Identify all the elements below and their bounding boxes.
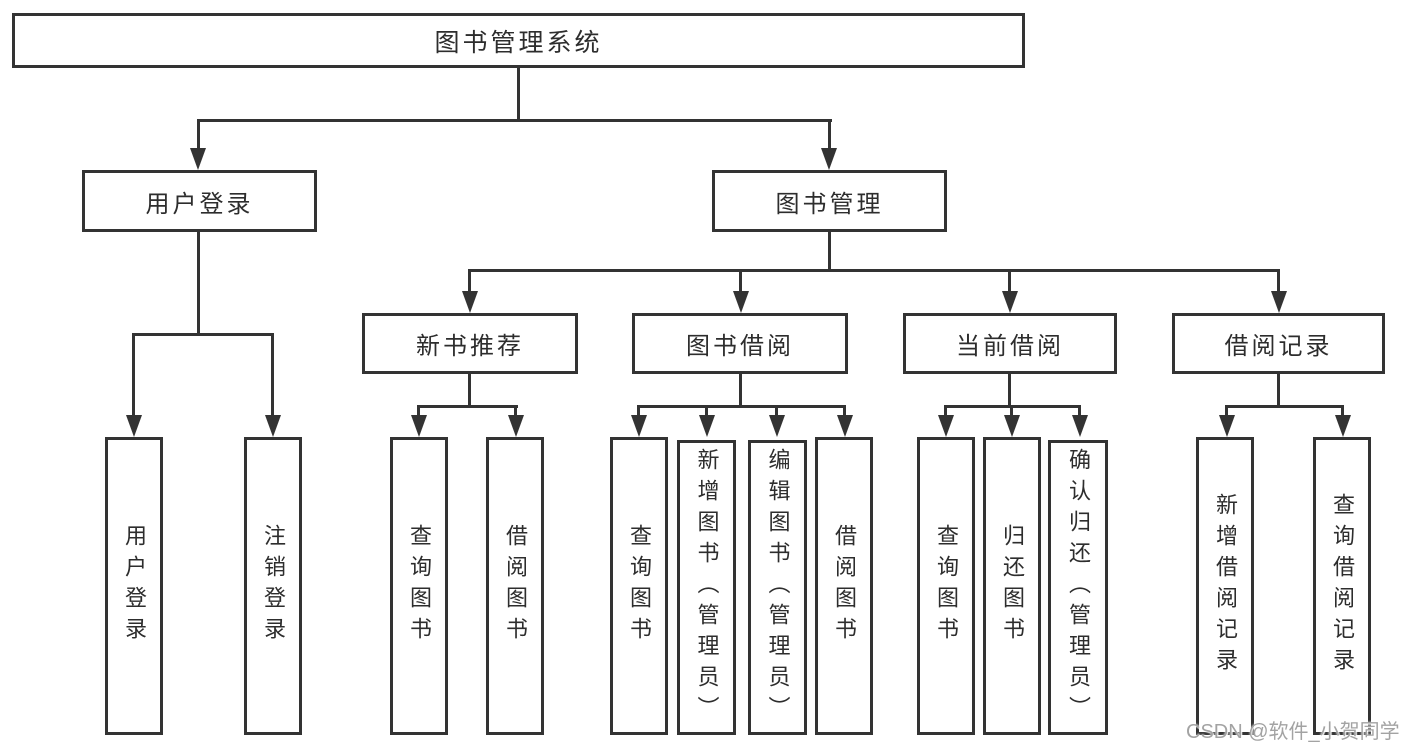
edge-arrowhead-icon [769,415,785,437]
leaf-query-books-current-label: 查询图书 [934,524,959,648]
edge-line [1010,405,1013,418]
node-user-login-label: 用户登录 [145,190,254,218]
edge-arrowhead-icon [837,415,853,437]
edge-arrowhead-icon [1002,291,1018,313]
leaf-logout: 注销登录 [244,437,302,735]
leaf-add-books-admin: 新增图书（管理员） [677,440,736,735]
edge-arrowhead-icon [508,415,524,437]
edge-arrowhead-icon [821,148,837,170]
edge-arrowhead-icon [1004,415,1020,437]
node-root-label: 图书管理系统 [434,28,603,57]
node-new-book-recommend: 新书推荐 [362,313,578,374]
edge-arrowhead-icon [631,415,647,437]
edge-line [739,269,742,295]
edge-line [944,405,947,418]
leaf-query-books-recommend: 查询图书 [390,437,448,735]
leaf-borrow-books-borrowing: 借阅图书 [815,437,873,735]
node-current-borrowing: 当前借阅 [903,313,1117,374]
leaf-return-books-label: 归还图书 [1000,524,1025,648]
leaf-user-login-label: 用户登录 [122,524,147,648]
edge-line [1277,269,1280,295]
edge-arrowhead-icon [1335,415,1351,437]
leaf-logout-label: 注销登录 [261,524,286,648]
node-user-login: 用户登录 [82,170,317,232]
edge-line [517,68,520,121]
edge-arrowhead-icon [938,415,954,437]
edge-line [1078,405,1081,418]
edge-arrowhead-icon [411,415,427,437]
node-borrow-records-label: 借阅记录 [1224,333,1333,360]
node-book-borrowing-label: 图书借阅 [686,333,794,360]
edge-arrowhead-icon [190,148,206,170]
edge-line [1225,405,1228,418]
edge-line [1341,405,1344,418]
csdn-watermark: CSDN @软件_小贺同学 [1186,721,1400,743]
edge-line [417,405,518,408]
node-root: 图书管理系统 [12,13,1025,68]
leaf-query-books-borrowing: 查询图书 [610,437,668,735]
edge-line [468,269,1280,272]
edge-arrowhead-icon [699,415,715,437]
edge-line [1008,374,1011,408]
edge-line [197,119,832,122]
edge-line [1277,374,1280,408]
edge-arrowhead-icon [462,291,478,313]
leaf-add-books-admin-label: 新增图书（管理员） [694,448,720,727]
leaf-edit-books-admin: 编辑图书（管理员） [748,440,807,735]
edge-line [828,232,831,272]
leaf-borrow-books-recommend-label: 借阅图书 [503,524,528,648]
edge-arrowhead-icon [1271,291,1287,313]
edge-line [705,405,708,418]
edge-arrowhead-icon [126,415,142,437]
leaf-add-borrow-record-label: 新增借阅记录 [1213,493,1238,679]
edge-line [775,405,778,418]
leaf-return-books: 归还图书 [983,437,1041,735]
edge-line [132,333,135,417]
edge-line [197,119,200,151]
edge-line [468,374,471,408]
leaf-query-books-current: 查询图书 [917,437,975,735]
node-book-borrowing: 图书借阅 [632,313,848,374]
node-current-borrowing-label: 当前借阅 [956,333,1064,360]
leaf-query-books-borrowing-label: 查询图书 [627,524,652,648]
edge-arrowhead-icon [733,291,749,313]
leaf-user-login: 用户登录 [105,437,163,735]
node-borrow-records: 借阅记录 [1172,313,1385,374]
leaf-query-borrow-record: 查询借阅记录 [1313,437,1371,735]
leaf-confirm-return-admin: 确认归还（管理员） [1048,440,1108,735]
node-new-book-recommend-label: 新书推荐 [416,333,524,360]
edge-line [271,333,274,417]
edge-line [828,119,831,151]
edge-line [132,333,274,336]
node-book-management-label: 图书管理 [775,190,884,218]
edge-line [637,405,640,418]
leaf-query-borrow-record-label: 查询借阅记录 [1330,493,1355,679]
node-book-management: 图书管理 [712,170,947,232]
edge-line [1225,405,1344,408]
edge-line [197,232,200,335]
leaf-borrow-books-borrowing-label: 借阅图书 [832,524,857,648]
edge-line [468,269,471,295]
edge-line [1008,269,1011,295]
leaf-query-books-recommend-label: 查询图书 [407,524,432,648]
leaf-confirm-return-admin-label: 确认归还（管理员） [1066,448,1091,727]
edge-line [417,405,420,418]
edge-arrowhead-icon [265,415,281,437]
leaf-borrow-books-recommend: 借阅图书 [486,437,544,735]
leaf-edit-books-admin-label: 编辑图书（管理员） [765,448,791,727]
edge-arrowhead-icon [1219,415,1235,437]
edge-line [514,405,517,418]
edge-line [637,405,846,408]
edge-line [739,374,742,408]
edge-line [843,405,846,418]
leaf-add-borrow-record: 新增借阅记录 [1196,437,1254,735]
edge-arrowhead-icon [1072,415,1088,437]
